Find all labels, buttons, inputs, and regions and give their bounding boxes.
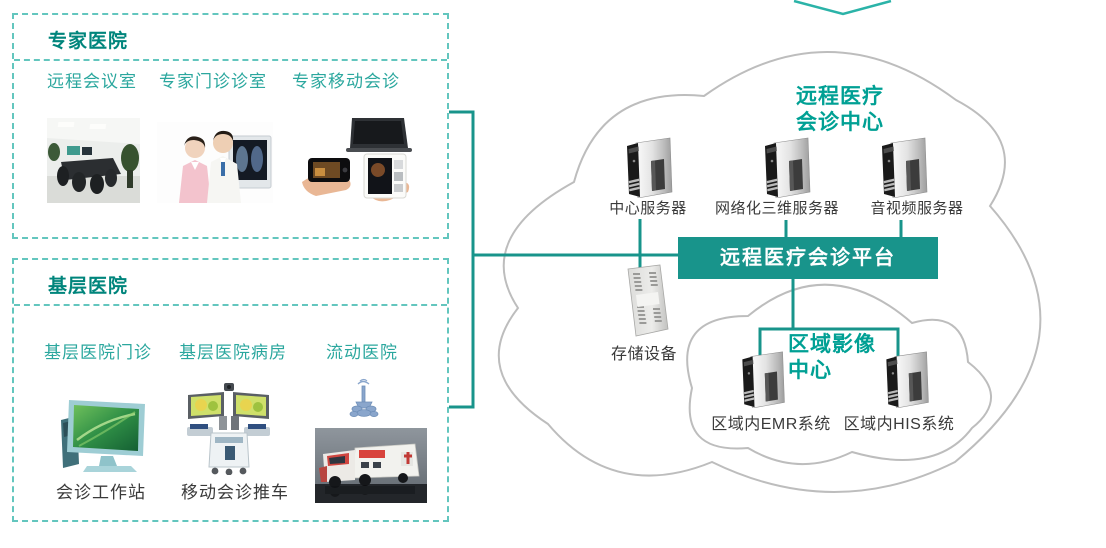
his-server-tower-icon bbox=[880, 350, 932, 408]
network-3d-server-tower-icon bbox=[760, 136, 812, 198]
label-expert-clinic: 专家门诊诊室 bbox=[159, 72, 267, 91]
primary-hospital-title: 基层医院 bbox=[48, 276, 129, 297]
central-server-tower-icon bbox=[622, 136, 674, 198]
label-central-server: 中心服务器 bbox=[609, 200, 687, 217]
label-mobile-hospital: 流动医院 bbox=[326, 343, 398, 362]
connector-left-trunk bbox=[449, 110, 475, 409]
label-emr-system: 区域内EMR系统 bbox=[711, 416, 831, 433]
imaging-center-title-line1: 区域影像 bbox=[788, 333, 876, 356]
conference-room-photo bbox=[47, 118, 140, 203]
mobile-hospital-truck-photo bbox=[315, 428, 427, 503]
storage-tower-icon bbox=[616, 264, 672, 338]
arrow-chevron-icon bbox=[793, 0, 892, 16]
platform-banner: 远程医疗会诊平台 bbox=[678, 237, 938, 279]
imaging-center-title-line2: 中心 bbox=[788, 359, 832, 382]
label-his-system: 区域内HIS系统 bbox=[843, 416, 955, 433]
label-storage-device: 存储设备 bbox=[610, 346, 678, 363]
expert-hospital-title-row: 专家医院 bbox=[14, 15, 447, 61]
emr-server-tower-icon bbox=[736, 350, 788, 408]
label-primary-outpatient: 基层医院门诊 bbox=[44, 343, 152, 362]
consultation-center-title-line2: 会诊中心 bbox=[796, 111, 884, 134]
connector-imaging-bracket bbox=[758, 327, 900, 357]
label-expert-mobile-consult: 专家移动会诊 bbox=[292, 72, 400, 91]
primary-hospital-title-row: 基层医院 bbox=[14, 260, 447, 306]
label-remote-conference-room: 远程会议室 bbox=[47, 72, 137, 91]
caption-workstation: 会诊工作站 bbox=[56, 483, 146, 502]
expert-clinic-photo bbox=[157, 122, 273, 203]
satellite-dish-icon bbox=[349, 378, 379, 418]
av-server-tower-icon bbox=[877, 136, 929, 198]
workstation-photo bbox=[53, 390, 150, 475]
label-network-3d-server: 网络化三维服务器 bbox=[714, 200, 840, 217]
expert-hospital-title: 专家医院 bbox=[48, 31, 129, 52]
label-primary-ward: 基层医院病房 bbox=[179, 343, 287, 362]
mobile-devices-photo bbox=[300, 116, 413, 202]
consultation-center-title-line1: 远程医疗 bbox=[796, 85, 884, 108]
consult-cart-photo bbox=[185, 383, 272, 475]
label-av-server: 音视频服务器 bbox=[870, 200, 964, 217]
caption-consult-cart: 移动会诊推车 bbox=[181, 483, 289, 502]
